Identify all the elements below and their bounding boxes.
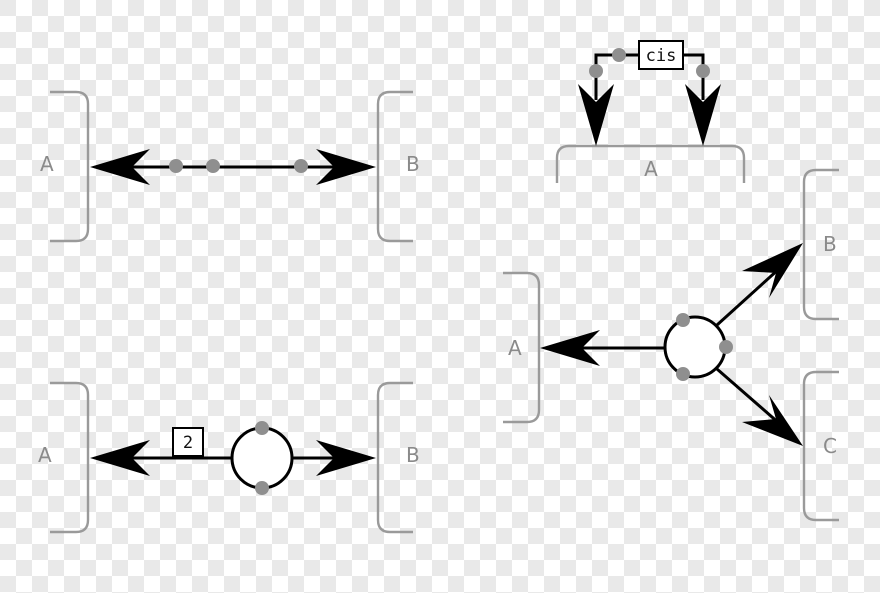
upper-right-label: B [823, 232, 837, 256]
arrowhead-right [316, 149, 376, 185]
left-label: A [38, 443, 52, 467]
atom-dot [719, 340, 733, 354]
arrowhead-right-down [685, 84, 721, 146]
left-label: A [508, 336, 522, 360]
atom-dot [676, 367, 690, 381]
panel-top-left: A B [40, 90, 420, 243]
arrowhead-left-down [578, 84, 614, 146]
panel-bottom-left: A B 2 [38, 381, 420, 534]
atom-dot [676, 313, 690, 327]
arrowhead-up-right [742, 243, 803, 298]
bond-line-up [715, 266, 782, 327]
atom-dot [255, 481, 269, 495]
arrowhead-down-right [742, 395, 803, 446]
bond-line-down [716, 367, 781, 426]
cis-box-label: cis [646, 46, 677, 66]
ring [230, 426, 294, 490]
arrowhead-right [316, 440, 376, 476]
right-label: B [406, 443, 420, 467]
lower-right-bracket [802, 370, 839, 522]
atom-dot [255, 421, 269, 435]
panel-top-right: A cis [555, 40, 746, 183]
atom-dot [696, 64, 710, 78]
upper-right-bracket [802, 168, 839, 321]
left-bracket [503, 271, 541, 424]
left-bracket [50, 381, 90, 534]
count-box [172, 427, 204, 457]
atom-dot [294, 159, 308, 173]
lower-right-label: C [823, 434, 837, 458]
group-label: A [644, 157, 658, 181]
atom-dot [169, 159, 183, 173]
left-bracket [50, 90, 90, 243]
ring [663, 315, 727, 379]
atom-dot [206, 159, 220, 173]
panel-bottom-right: A B C [503, 168, 839, 522]
arrowhead-left [90, 149, 150, 185]
right-bracket [376, 90, 413, 243]
right-bracket [376, 381, 413, 534]
atom-dot [589, 64, 603, 78]
top-bracket [555, 144, 746, 183]
right-label: B [406, 152, 420, 176]
arrowhead-left [540, 330, 600, 366]
count-box-label: 2 [183, 433, 193, 453]
bond-line-right [683, 53, 705, 100]
cis-box [638, 40, 684, 70]
arrowhead-left [90, 440, 150, 476]
left-label: A [40, 152, 54, 176]
atom-dot [612, 48, 626, 62]
